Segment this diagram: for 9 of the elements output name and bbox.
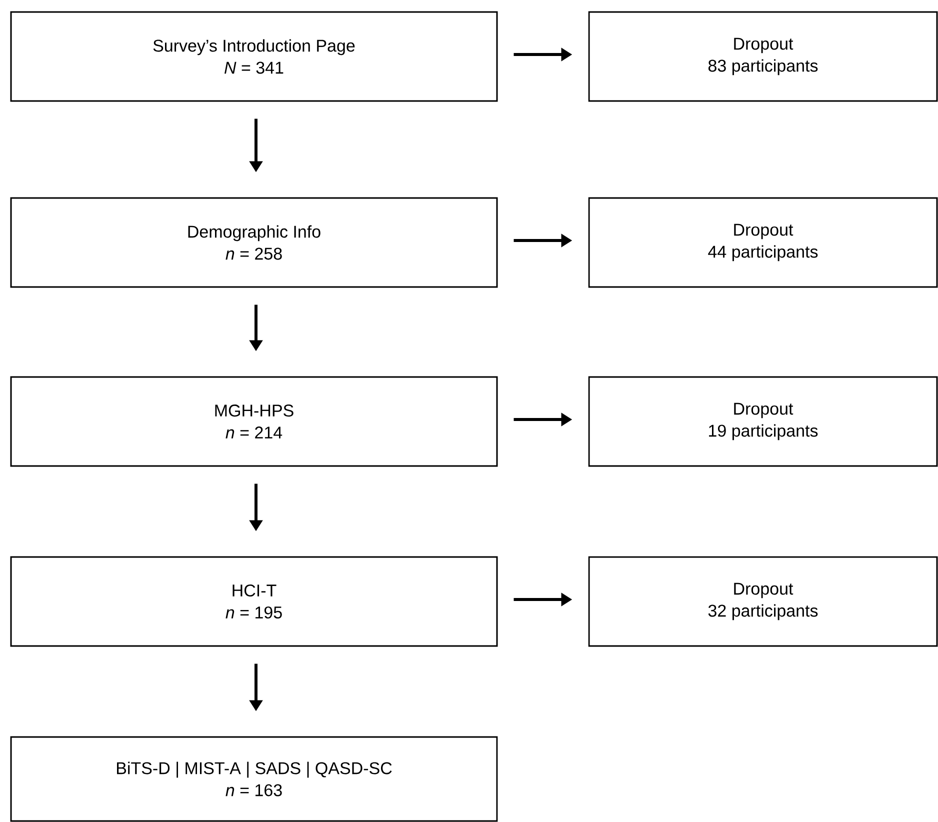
dropout-box: Dropout 44 participants bbox=[588, 197, 938, 288]
stage-box: BiTS-D | MIST-A | SADS | QASD-SC n = 163 bbox=[10, 736, 498, 822]
dropout-box: Dropout 83 participants bbox=[588, 11, 938, 102]
stage-box: MGH-HPS n = 214 bbox=[10, 376, 498, 467]
stage-box: HCI-T n = 195 bbox=[10, 556, 498, 647]
dropout-box: Dropout 19 participants bbox=[588, 376, 938, 467]
stage-box: Survey’s Introduction Page N = 341 bbox=[10, 11, 498, 102]
dropout-box: Dropout 32 participants bbox=[588, 556, 938, 647]
stage-box: Demographic Info n = 258 bbox=[10, 197, 498, 288]
